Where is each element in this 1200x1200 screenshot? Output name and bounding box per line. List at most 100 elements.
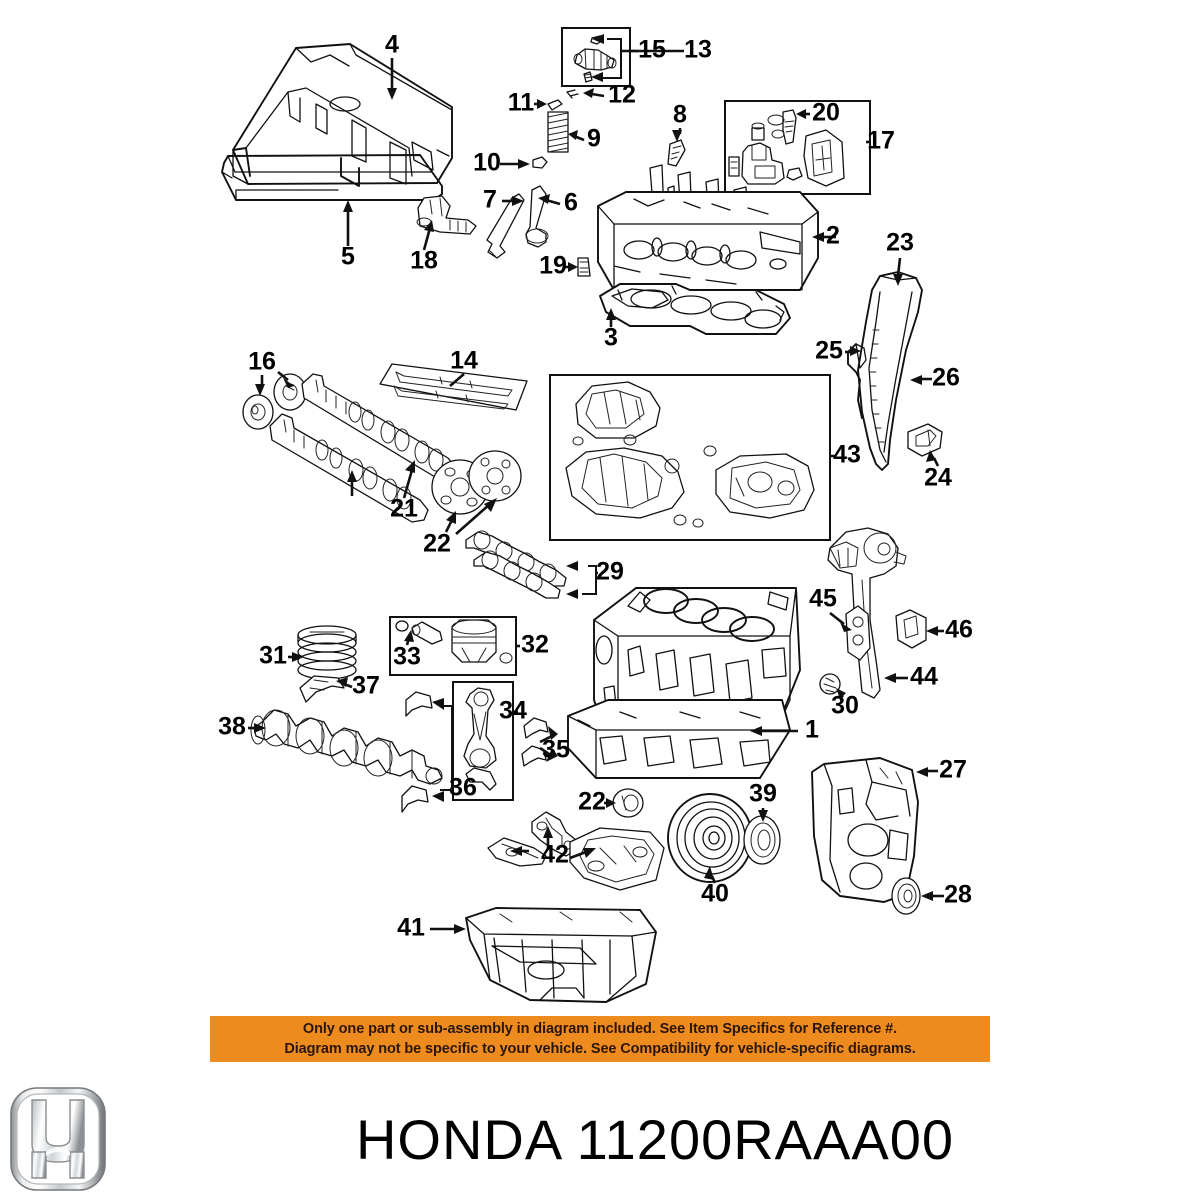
- callout-number-camshaft-sprocket: 22: [423, 530, 451, 558]
- part-balance-shaft-bearing-b: [895, 609, 927, 649]
- part-engine-block: [567, 587, 801, 779]
- callout-20: [796, 109, 810, 119]
- box-oil-pump: [549, 374, 831, 541]
- callout-number-valve-retainer: 11: [508, 89, 535, 117]
- callout-37: [336, 677, 353, 689]
- callout-1: [750, 726, 798, 736]
- callout-number-vtec-oil-control-valve: 18: [410, 247, 438, 275]
- callout-number-rocker-arm-shafts: 29: [596, 558, 624, 586]
- part-valve-spring: [547, 111, 569, 153]
- callout-number-balance-shaft-bearing-b: 46: [945, 616, 973, 644]
- callout-3: [606, 308, 616, 327]
- callout-33: [404, 630, 414, 646]
- callout-number-cylinder-head: 2: [826, 222, 840, 250]
- callout-39: [758, 808, 768, 822]
- part-oil-pickup: [487, 811, 665, 891]
- part-timing-chain-cover: [811, 757, 919, 903]
- callout-number-rocker-arm-assembly-box: 13: [684, 36, 712, 64]
- part-oil-pan: [465, 907, 657, 1003]
- part-exhaust-valve: [525, 185, 549, 248]
- callout-number-dowel-pin: 30: [831, 692, 859, 720]
- callout-number-main-bearing-set: 36: [449, 774, 477, 802]
- callout-24: [926, 450, 940, 467]
- callout-number-valve-spring: 9: [587, 125, 601, 153]
- notice-line-1: Only one part or sub-assembly in diagram…: [302, 1021, 898, 1037]
- callout-18: [422, 220, 434, 251]
- part-balance-shaft-bearing-a: [845, 605, 871, 661]
- callout-28: [921, 891, 944, 901]
- callout-number-rocker-arm: 15: [638, 36, 666, 64]
- callout-10: [500, 159, 530, 169]
- callout-number-camshaft-end-seal: 16: [248, 348, 276, 376]
- callout-number-connecting-rod-bearing: 35: [542, 736, 570, 764]
- callout-number-valve-cover-gasket: 5: [341, 243, 355, 271]
- callout-number-crankshaft: 38: [218, 713, 246, 741]
- callout-5: [343, 200, 353, 246]
- callout-38: [248, 723, 266, 733]
- part-rod-bearings: [521, 717, 549, 767]
- callout-46: [926, 626, 944, 636]
- part-crank-pulley-seal: [743, 815, 781, 865]
- callout-19: [565, 262, 578, 272]
- part-rocker-shafts: [465, 530, 597, 599]
- part-valve-seal: [577, 257, 591, 277]
- callout-number-chain-guide: 26: [932, 364, 960, 392]
- part-crankshaft-pulley: [667, 793, 753, 883]
- part-valve-guide: [667, 139, 686, 167]
- part-main-bearings: [401, 691, 453, 813]
- callout-number-piston-assembly-box: 32: [521, 631, 549, 659]
- callout-41: [430, 924, 466, 934]
- part-camshafts: [269, 373, 457, 523]
- part-number-text: HONDA 11200RAAA00: [355, 1107, 955, 1171]
- part-crankshaft: [250, 709, 443, 785]
- callout-number-sprocket-dowel: 22: [578, 788, 606, 816]
- part-camshaft-seals: [242, 373, 307, 430]
- callout-22b: [604, 798, 616, 808]
- part-valve-retainer: [547, 99, 563, 111]
- part-intake-valve: [486, 193, 525, 259]
- engine-exploded-diagram: 1234567891011121314151617181920212223242…: [218, 27, 973, 1003]
- callout-27: [916, 767, 938, 777]
- part-sprocket-dowel: [612, 788, 644, 818]
- callout-45: [829, 611, 852, 632]
- callout-30: [836, 688, 846, 699]
- callout-16: [255, 370, 294, 396]
- callout-number-valve-keeper: 10: [473, 149, 501, 177]
- callout-number-oil-pump-pickup-baffle: 42: [541, 841, 569, 869]
- callout-number-timing-chain: 23: [886, 229, 914, 257]
- callout-22-cam: [444, 498, 497, 535]
- part-valve-keeper: [532, 156, 548, 169]
- part-camshaft-holder-plate: [379, 363, 528, 411]
- callout-number-crankshaft-oil-seal: 28: [944, 881, 972, 909]
- callout-number-thrust-washer: 37: [352, 672, 380, 700]
- callout-number-balance-shaft: 44: [910, 663, 938, 691]
- callout-number-oil-pump-assembly-box: 43: [833, 441, 861, 469]
- part-valve-cover: [221, 43, 453, 201]
- callout-8: [672, 128, 682, 142]
- part-cylinder-head: [597, 164, 819, 291]
- callout-number-chain-guide-shoe: 24: [924, 464, 952, 492]
- callout-number-balance-shaft-bearing-a: 45: [809, 585, 837, 613]
- callout-number-crank-pulley-seal: 39: [749, 780, 777, 808]
- honda-h-logo: [10, 1087, 106, 1191]
- diagram-notice-banner: Only one part or sub-assembly in diagram…: [210, 1016, 990, 1062]
- callout-11: [534, 99, 547, 109]
- part-rocker-shaft-clip: [566, 89, 579, 99]
- part-chain-guide-shoe: [907, 423, 943, 457]
- part-dowel-pin: [819, 673, 841, 695]
- part-camshaft-sprockets: [431, 450, 522, 515]
- callout-number-exhaust-valve: 6: [564, 189, 578, 217]
- callout-number-vtec-sensor: 20: [812, 99, 840, 127]
- callout-14: [449, 373, 465, 387]
- callout-number-cylinder-head-gasket: 3: [604, 324, 618, 352]
- part-number-footer: HONDA 11200RAAA00: [0, 1078, 1200, 1200]
- callout-42: [510, 826, 596, 860]
- callout-number-engine-block: 1: [805, 716, 819, 744]
- part-thrust-washer: [299, 675, 345, 703]
- box-vtec-solenoid: [724, 100, 871, 195]
- callout-23: [893, 257, 903, 286]
- part-crankshaft-oil-seal: [891, 877, 921, 915]
- callout-12: [583, 88, 605, 98]
- callout-31: [288, 652, 304, 662]
